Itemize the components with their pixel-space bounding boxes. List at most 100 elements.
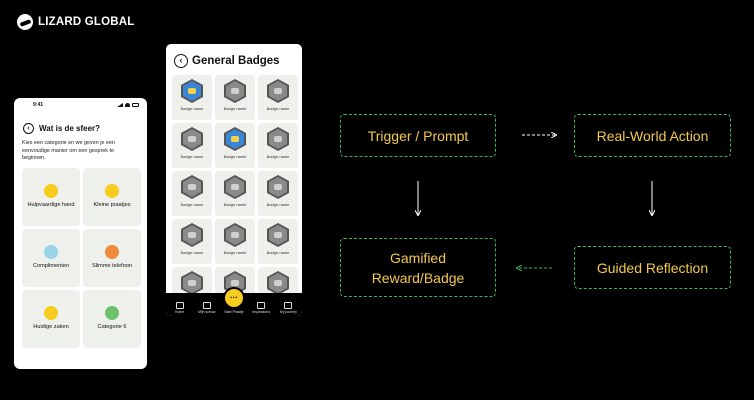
page-description: Kies een categorie en we geven je een ee… — [22, 140, 115, 161]
badge-card[interactable]: Badge name — [215, 123, 255, 168]
badge-card[interactable]: Badge name — [258, 171, 298, 216]
screen-header: ‹ Wat is de sfeer? — [14, 112, 147, 134]
badge-hexagon-icon — [267, 127, 289, 151]
flow-node-label: Real-World Action — [596, 127, 709, 144]
badge-label: Badge name — [266, 154, 290, 159]
badge-card[interactable]: Badge name — [172, 75, 212, 120]
flow-node-reward: Gamified Reward/Badge — [340, 238, 496, 297]
category-card[interactable]: Categorie 6 — [83, 289, 141, 348]
badge-hexagon-icon — [267, 271, 289, 295]
tab-inspirations[interactable]: Inspirations — [249, 302, 273, 314]
badge-hexagon-icon — [224, 79, 246, 103]
wifi-icon — [125, 103, 130, 107]
badge-hexagon-icon — [267, 79, 289, 103]
lightbulb-icon — [257, 302, 266, 309]
badge-label: Badge name — [180, 154, 204, 159]
badge-card[interactable]: Badge name — [172, 219, 212, 264]
chat-bubble-icon: ··· — [222, 287, 245, 309]
category-label: Complimenten — [32, 263, 70, 269]
badge-card[interactable]: Badge name — [215, 75, 255, 120]
badge-label: Badge name — [180, 250, 204, 255]
lizard-logo-icon — [17, 14, 33, 30]
chevron-left-icon[interactable]: ‹ — [174, 54, 188, 68]
badge-label: Badge name — [266, 106, 290, 111]
flow-node-label: Trigger / Prompt — [367, 127, 469, 144]
bottom-tab-bar: Home Mijn sceuw ··· Start Praatje Inspir… — [166, 287, 302, 316]
logo-text: LIZARD GLOBAL — [38, 16, 135, 28]
badge-label: Badge name — [223, 154, 247, 159]
tab-my-journey[interactable]: My journey — [276, 302, 300, 314]
tab-label: Start Praatje — [224, 310, 244, 314]
screen-header: ‹ General Badges — [166, 44, 302, 72]
badge-card[interactable]: Badge name — [215, 219, 255, 264]
status-time: 9:41 — [33, 102, 44, 108]
badge-hexagon-icon — [267, 175, 289, 199]
brand-logo: LIZARD GLOBAL — [17, 14, 135, 30]
category-grid: Hulpvaardige hand Kleine praatjes Compli… — [14, 163, 147, 348]
badge-card[interactable]: Badge name — [172, 171, 212, 216]
badge-card[interactable]: Badge name — [258, 219, 298, 264]
category-card[interactable]: Kleine praatjes — [83, 167, 141, 226]
category-label: Categorie 6 — [97, 324, 127, 330]
badge-hexagon-icon — [181, 223, 203, 247]
badge-hexagon-icon — [224, 175, 246, 199]
tab-label: My journey — [279, 310, 297, 314]
badge-label: Badge name — [180, 106, 204, 111]
category-card[interactable]: Slimme telefoon — [83, 228, 141, 287]
tab-label: Inspirations — [252, 310, 271, 314]
badge-hexagon-icon — [267, 223, 289, 247]
flow-node-reflection: Guided Reflection — [574, 246, 731, 289]
badge-card[interactable]: Badge name — [258, 123, 298, 168]
graduation-icon — [202, 302, 211, 309]
flow-node-action: Real-World Action — [574, 114, 731, 157]
battery-icon — [132, 103, 139, 107]
flow-node-label: Gamified Reward/Badge — [372, 248, 465, 288]
badge-label: Badge name — [223, 106, 247, 111]
tab-mijn-sceuw[interactable]: Mijn sceuw — [195, 302, 219, 314]
category-label: Kleine praatjes — [93, 202, 131, 208]
category-card[interactable]: Huidige zaken — [22, 289, 80, 348]
badge-label: Badge name — [266, 250, 290, 255]
badge-hexagon-icon — [224, 127, 246, 151]
badge-hexagon-icon — [224, 223, 246, 247]
journey-icon — [284, 302, 293, 309]
flow-node-label-line: Gamified — [389, 249, 447, 266]
category-icon — [105, 306, 119, 320]
tab-label: Mijn sceuw — [198, 310, 216, 314]
smartphone-icon — [105, 245, 119, 259]
tab-home[interactable]: Home — [168, 302, 192, 314]
badge-hexagon-icon — [181, 127, 203, 151]
badge-label: Badge name — [223, 202, 247, 207]
compliment-icon — [44, 245, 58, 259]
page-title: Wat is de sfeer? — [39, 124, 101, 133]
badge-label: Badge name — [266, 202, 290, 207]
badge-label: Badge name — [223, 250, 247, 255]
category-label: Slimme telefoon — [91, 263, 133, 269]
page-title: General Badges — [192, 55, 280, 67]
flow-node-label-line: Reward/Badge — [371, 269, 465, 286]
category-card[interactable]: Hulpvaardige hand — [22, 167, 80, 226]
flow-node-trigger: Trigger / Prompt — [340, 114, 496, 157]
badge-card[interactable]: Badge name — [172, 123, 212, 168]
chevron-left-icon[interactable]: ‹ — [23, 123, 34, 134]
lightbulb-icon — [44, 306, 58, 320]
badge-hexagon-icon — [181, 175, 203, 199]
badge-label: Badge name — [180, 202, 204, 207]
home-icon — [175, 302, 184, 309]
flow-node-label: Guided Reflection — [596, 259, 709, 276]
category-label: Huidige zaken — [33, 324, 69, 330]
badge-card[interactable]: Badge name — [258, 75, 298, 120]
category-label: Hulpvaardige hand — [27, 202, 75, 208]
tab-label: Home — [174, 310, 185, 314]
badge-hexagon-icon — [181, 79, 203, 103]
phone-mockup-categories: 9:41 ‹ Wat is de sfeer? Kies een categor… — [14, 98, 147, 369]
category-card[interactable]: Complimenten — [22, 228, 80, 287]
signal-icon — [117, 103, 123, 107]
badge-hexagon-icon — [181, 271, 203, 295]
status-bar: 9:41 — [14, 98, 147, 112]
tab-start-praatje[interactable]: ··· Start Praatje — [222, 287, 246, 314]
badge-card[interactable]: Badge name — [215, 171, 255, 216]
chat-bubble-icon — [105, 184, 119, 198]
